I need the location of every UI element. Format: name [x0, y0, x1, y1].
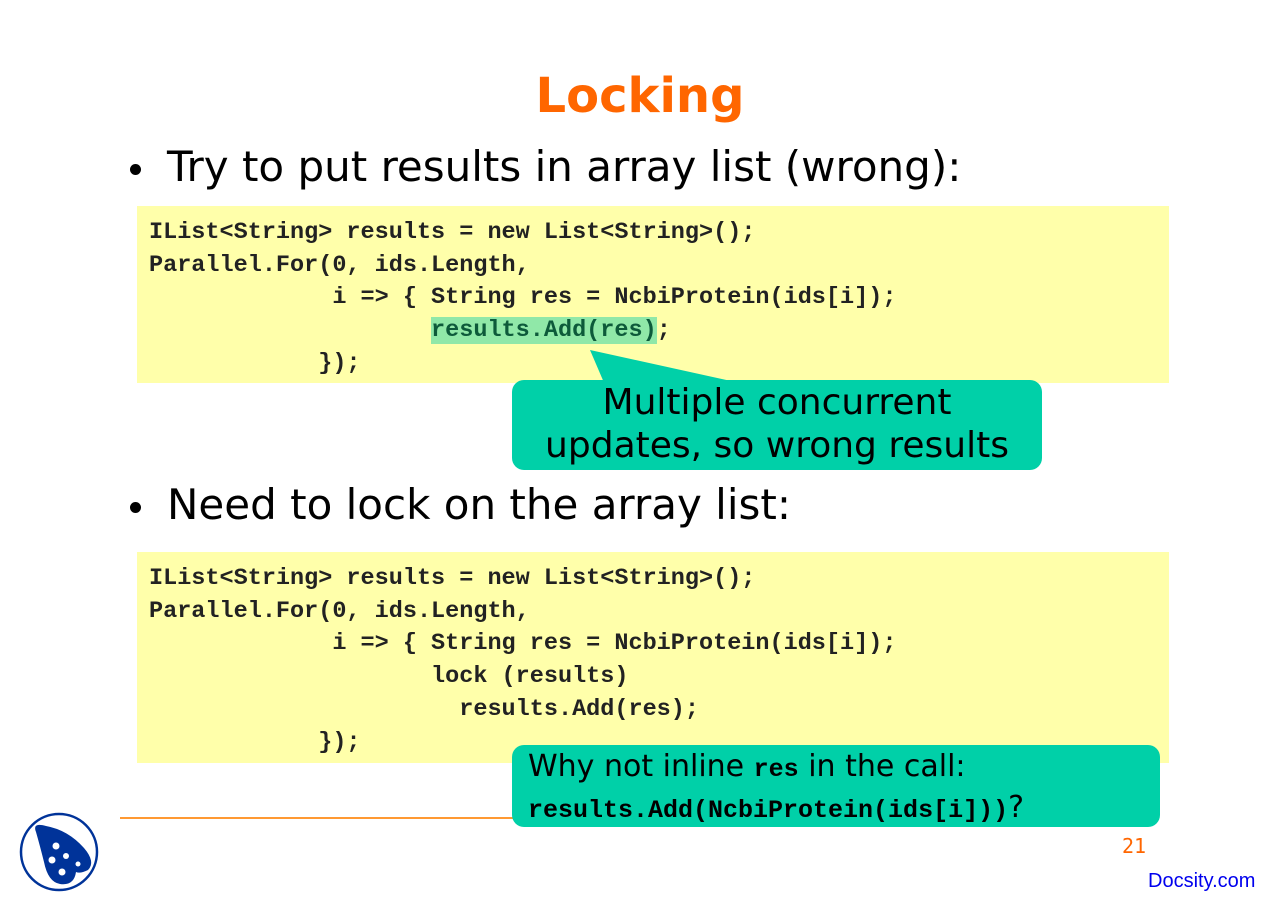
code-line: lock (results) — [149, 663, 629, 690]
callout-1-line: Multiple concurrent — [602, 382, 952, 423]
footer-divider — [120, 817, 520, 819]
text: in the call: — [798, 749, 966, 784]
code-line: IList<String> results = new List<String>… — [149, 219, 756, 246]
text: ? — [1008, 790, 1025, 825]
code-line: i => { String res = NcbiProtein(ids[i]); — [149, 630, 897, 657]
code-line: Parallel.For(0, ids.Length, — [149, 598, 530, 625]
code-block-1: IList<String> results = new List<String>… — [137, 206, 1169, 383]
text: Why not inline — [528, 749, 754, 784]
inline-code: res — [753, 755, 799, 784]
code-line: Parallel.For(0, ids.Length, — [149, 252, 530, 279]
code-line: }); — [149, 729, 361, 756]
bullet-1-text: Try to put results in array list (wrong)… — [167, 142, 962, 191]
callout-1-line: updates, so wrong results — [545, 425, 1009, 466]
code-line: i => { String res = NcbiProtein(ids[i]); — [149, 284, 897, 311]
code-line: IList<String> results = new List<String>… — [149, 565, 756, 592]
bullet-dot-icon — [130, 502, 141, 513]
university-logo-icon — [19, 812, 99, 892]
callout-2 — [512, 745, 1160, 827]
code-line: }); — [149, 350, 361, 377]
bullet-2: Need to lock on the array list: — [130, 480, 791, 529]
bullet-1: Try to put results in array list (wrong)… — [130, 142, 961, 191]
code-line: results.Add(res); — [149, 696, 699, 723]
callout-1-text: Multiple concurrent updates, so wrong re… — [512, 381, 1042, 467]
bullet-dot-icon — [130, 164, 141, 175]
code-suffix: ; — [656, 317, 671, 344]
docsity-link[interactable]: Docsity.com — [1148, 870, 1256, 892]
inline-code: results.Add(NcbiProtein(ids[i])) — [528, 796, 1009, 825]
slide-title: Locking — [535, 68, 745, 124]
callout-2-line-2: results.Add(NcbiProtein(ids[i]))? — [528, 789, 1024, 830]
callout-1 — [512, 380, 1042, 470]
highlighted-code: results.Add(res) — [431, 317, 657, 344]
bullet-2-text: Need to lock on the array list: — [167, 480, 792, 529]
callout-2-line-1: Why not inline res in the call: — [528, 748, 1024, 789]
page-number: 21 — [1122, 834, 1147, 858]
callout-2-text: Why not inline res in the call:results.A… — [528, 748, 1024, 830]
code-line-highlighted: results.Add(res); — [149, 314, 671, 347]
code-block-2: IList<String> results = new List<String>… — [137, 552, 1169, 763]
